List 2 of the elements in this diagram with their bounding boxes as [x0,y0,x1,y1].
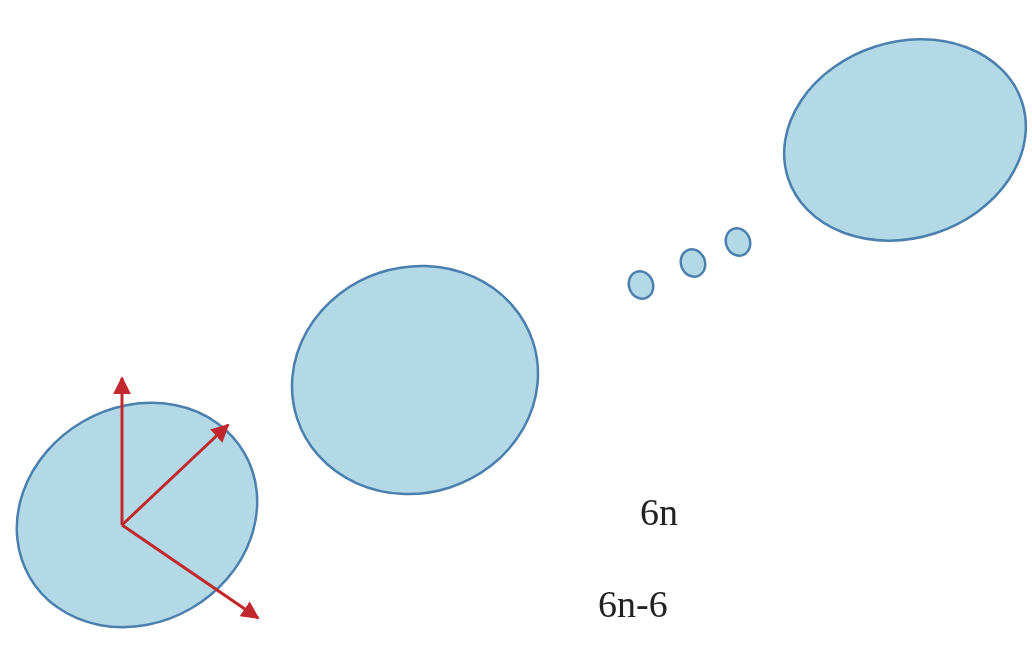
label-text: 6n [640,493,678,531]
label-text: 6n-6 [598,585,668,623]
